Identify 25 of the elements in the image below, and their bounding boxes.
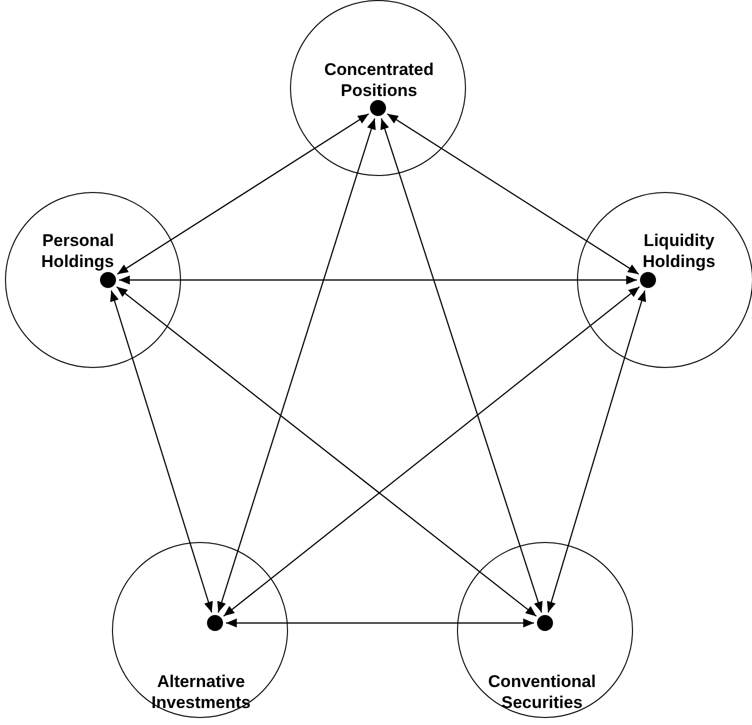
double-arrow xyxy=(386,113,640,275)
node-label: Personal Holdings xyxy=(40,230,114,272)
circle-outline xyxy=(577,192,752,368)
dot xyxy=(207,615,223,631)
node-label: Concentrated Positions xyxy=(323,59,435,101)
double-arrow xyxy=(110,290,213,613)
circle-outline xyxy=(112,542,288,718)
dot xyxy=(100,272,116,288)
circle-outline xyxy=(290,0,466,176)
node-label: Liquidity Holdings xyxy=(642,230,716,272)
double-arrow xyxy=(217,118,376,613)
dot xyxy=(640,272,656,288)
double-arrow xyxy=(116,286,537,617)
double-arrow xyxy=(119,276,637,284)
dot xyxy=(537,615,553,631)
double-arrow xyxy=(116,113,370,275)
node-label: Conventional Securities xyxy=(487,671,597,713)
node-label: Alternative Investments xyxy=(150,671,252,713)
double-arrow xyxy=(226,618,534,628)
double-arrow xyxy=(380,118,543,613)
circle-outline xyxy=(5,192,181,368)
dot xyxy=(370,100,386,116)
circle-outline xyxy=(457,542,633,718)
double-arrow xyxy=(223,286,640,617)
double-arrow xyxy=(546,290,646,613)
